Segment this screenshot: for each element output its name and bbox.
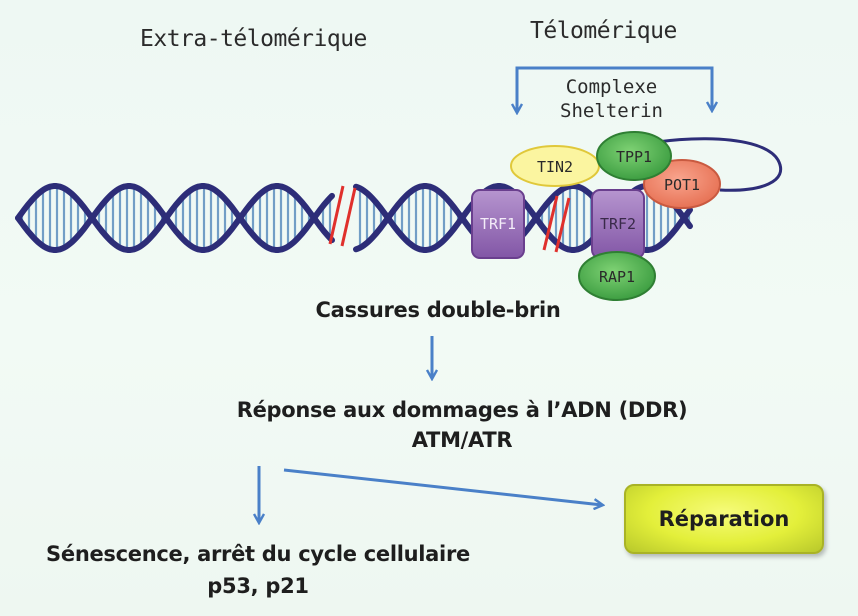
trf1-label: TRF1 <box>480 215 516 233</box>
label-ddr-line-2: ATM/ATR <box>411 428 513 452</box>
label-senescence-line-1: Sénescence, arrêt du cycle cellulaire <box>46 542 470 566</box>
shelterin-line-2: Shelterin <box>560 100 663 122</box>
dna-strand <box>15 183 335 253</box>
tpp1-label: TPP1 <box>616 148 652 166</box>
label-telomeric: Télomérique <box>530 18 677 44</box>
break-mark-extra-telomeric <box>328 185 357 247</box>
tin2-protein: TIN2 <box>510 145 600 187</box>
repair-box: Réparation <box>624 484 824 554</box>
tin2-label: TIN2 <box>537 158 573 176</box>
tpp1-protein: TPP1 <box>596 131 672 181</box>
break-mark-telomeric <box>542 195 571 253</box>
label-repair: Réparation <box>658 507 790 531</box>
label-senescence-line-2: p53, p21 <box>207 574 309 598</box>
pot1-label: POT1 <box>664 176 700 194</box>
rap1-label: RAP1 <box>599 268 635 286</box>
trf2-label: TRF2 <box>600 215 636 233</box>
trf1-protein: TRF1 <box>471 189 525 259</box>
dna-strand <box>15 183 335 253</box>
trf2-protein: TRF2 <box>591 189 645 259</box>
label-ddr-line-1: Réponse aux dommages à l’ADN (DDR) <box>236 398 688 422</box>
shelterin-line-1: Complexe <box>565 76 658 98</box>
label-double-strand-breaks: Cassures double-brin <box>315 298 561 322</box>
arrow-ddr-to-repair <box>283 468 602 505</box>
telomeric-bracket-arrow <box>517 66 712 112</box>
rap1-protein: RAP1 <box>578 251 656 301</box>
label-shelterin-complex: Complexe Shelterin <box>560 75 663 123</box>
label-extra-telomeric: Extra-télomérique <box>140 26 367 52</box>
